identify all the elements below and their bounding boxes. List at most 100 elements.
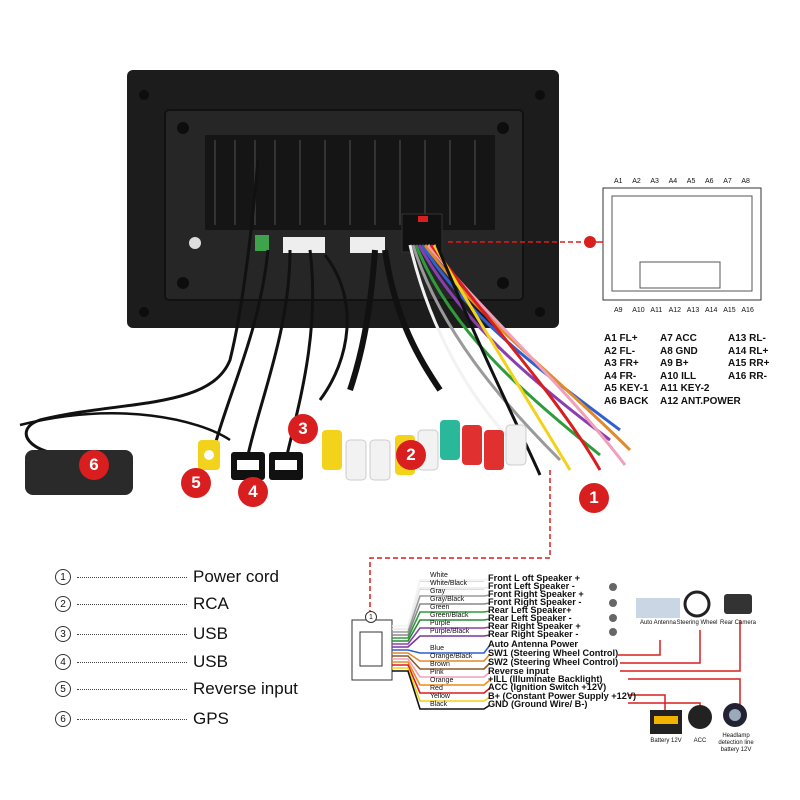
pin-label: A6 [705,178,714,185]
wire-color-label: Red [430,685,443,692]
wire-line [392,602,491,636]
pin-table-entry: A2 FL- [604,345,636,357]
callout-6: 6 [79,450,109,480]
wire-function-label: Front Left Speaker - [488,581,575,591]
wire-function-label: Front Right Speaker - [488,597,582,607]
pin-label: A12 [668,307,682,314]
wire-function-label: Front Right Speaker + [488,589,584,599]
pin-table-entry: A6 BACK [604,395,649,407]
pin-label: A15 [723,307,736,314]
pin-table-entry: A5 KEY-1 [604,383,649,394]
pin-diagram-marker [584,236,596,248]
pin-table-entry: A3 FR+ [604,358,639,369]
wire-function-label: ACC (Ignition Switch +12V) [488,682,607,692]
wire-function-label: SW2 (Steering Wheel Control) [488,657,619,667]
gps-antenna [25,450,133,495]
wire-function-label: +ILL (Illuminate Backlight) [488,674,603,684]
callout-4: 4 [238,477,268,507]
wire-color-label: Gray/Black [430,596,465,603]
steering-wheel-icon [683,590,711,618]
pin-table-entry: A13 RL- [728,333,766,344]
pin-label: A13 [686,307,700,314]
wire-line [392,652,491,662]
wire-function-label: Rear Left Speaker - [488,613,572,623]
legend-label: GPS [193,709,229,728]
legend-num: 6 [55,711,71,727]
legend-label: RCA [193,594,229,613]
legend-num: 1 [55,569,71,585]
legend-row: 5 Reverse input [55,677,298,701]
callout-2: 2 [396,440,426,470]
legend-label: USB [193,624,228,643]
legend-row: 1 Power cord [55,565,279,589]
pin-table-entry: A8 GND [660,345,698,357]
pin-label: A4 [668,178,678,185]
pin-diagram-frame [602,187,762,301]
wire-function-label: SW1 (Steering Wheel Control) [488,648,619,658]
wire-function-label: Rear Right Speaker - [488,629,579,639]
wire-line [392,586,491,630]
wire-function-label: B+ (Constant Power Supply +12V) [488,691,637,701]
auto-antenna-icon [636,598,680,618]
wire-color-label: Pink [430,669,444,676]
pin-table-entry: A16 RR- [728,370,767,382]
legend-row: 3 USB [55,622,228,646]
pin-table-entry: A11 KEY-2 [660,383,710,394]
acc-icon [688,705,712,729]
wire-line [392,626,491,645]
wire-color-label: Brown [430,661,450,668]
pin-table-entry: A12 ANT.POWER [660,395,741,407]
wire-function-label: Rear Right Speaker + [488,621,581,631]
bottom-item-label: ACC [693,738,707,744]
wire-color-label: Blue [430,645,445,652]
wire-line [392,618,491,642]
legend-label: USB [193,652,228,671]
gps-cable [24,159,260,458]
legend-label: Reverse input [193,679,298,698]
wire-color-label: Orange [430,677,454,684]
callout-3: 3 [288,414,318,444]
wire-line [392,670,491,710]
wire-line [392,634,491,648]
wire-line [392,658,491,678]
wire-line [392,661,491,686]
legend-num: 5 [55,681,71,697]
legend-num: 2 [55,596,71,612]
wire-color-label: Yellow [430,693,450,700]
bottom-item-label: Battery 12V [650,738,682,744]
wire-line [392,594,491,633]
wire-color-label: Green/Black [430,612,469,619]
wire-color-label: Black [430,701,448,708]
pin-table-entry: A10 ILL [660,370,697,382]
pin-label: A11 [650,307,663,314]
pin-label: A14 [705,307,718,314]
legend-num: 3 [55,626,71,642]
pin-label: A8 [741,178,750,185]
wire-color-label: Green [430,604,450,611]
wire-line [392,664,491,694]
wire-line [392,655,491,670]
accessory-label: Auto Antenna [639,620,677,626]
pin-label: A9 [614,307,623,314]
wire-color-label: Purple/Black [430,628,470,635]
accessory-label: Rear Camera [719,620,756,626]
legend-row: 2 RCA [55,592,229,616]
wire-function-label: Reverse input [488,666,549,676]
pin-label: A10 [632,307,645,314]
wire-color-label: Gray [430,588,446,595]
bottom-item-label: Headlamp detection line battery 12V [718,733,754,753]
pin-table-entry: A1 FL+ [604,333,638,344]
legend-row: 6 GPS [55,707,229,731]
wire-function-label: GND (Ground Wire/ B-) [488,699,588,709]
legend-label: Power cord [193,567,279,586]
wire-color-label: White/Black [430,580,467,587]
pin-table-entry: A7 ACC [660,333,697,344]
wire-function-label: Auto Antenna Power [488,639,579,649]
wire-color-label: White [430,572,448,579]
pin-table-entry: A14 RL+ [728,345,769,357]
pin-label: A16 [741,307,754,314]
pin-label: A3 [650,178,659,185]
pin-table-entry: A15 RR+ [728,358,770,369]
accessory-label: Steering Wheel [676,620,718,626]
